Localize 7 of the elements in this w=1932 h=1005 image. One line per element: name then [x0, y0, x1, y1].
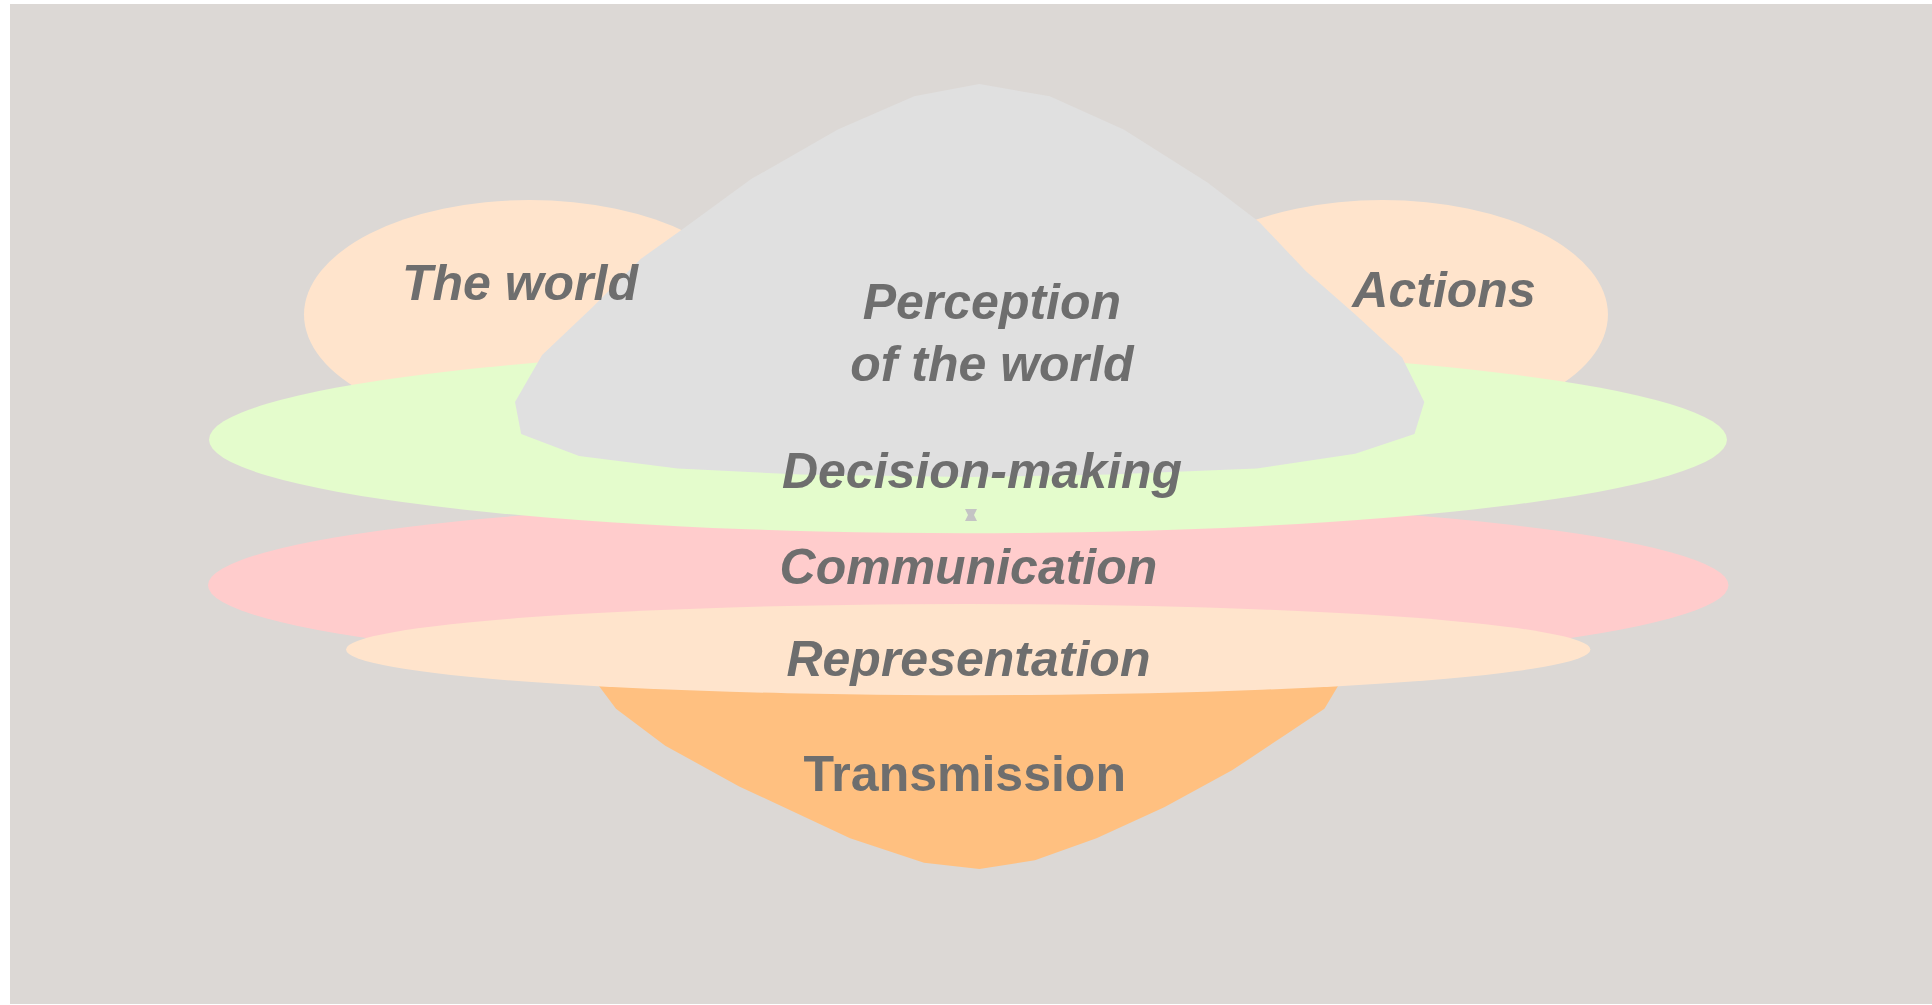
layer-label: Representation	[786, 630, 1151, 690]
layer-label: Actions	[1352, 260, 1536, 320]
layer-label: Transmission	[803, 744, 1126, 804]
layer-label: Communication	[779, 537, 1158, 597]
layer-label: The world	[401, 254, 638, 314]
layer-label: Decision-making	[781, 441, 1183, 501]
layer-label: Perception of the world	[850, 272, 1134, 394]
